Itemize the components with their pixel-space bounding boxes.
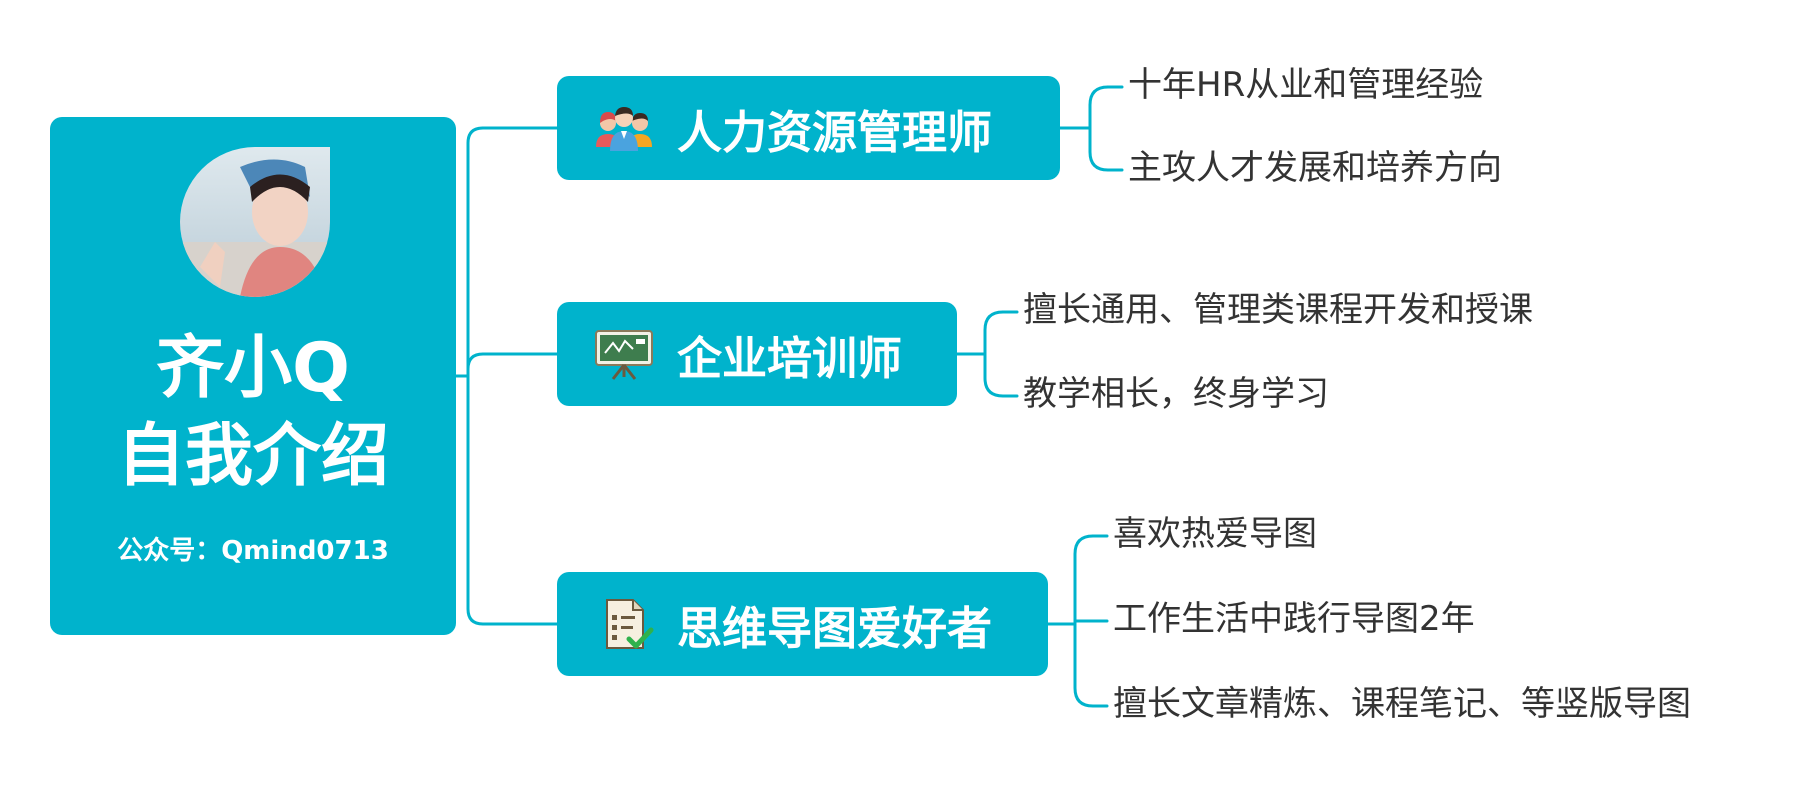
wechat-account-text: 公众号：Qmind0713 (117, 536, 389, 566)
leaf-hr-experience: 十年HR从业和管理经验 (1128, 65, 1484, 105)
leaf-love-mindmaps: 喜欢热爱导图 (1113, 514, 1317, 554)
branch-label: 企业培训师 (677, 331, 903, 385)
branch-hr-manager: 人力资源管理师 (557, 76, 1060, 180)
central-title-line2: 自我介绍 (116, 417, 389, 496)
avatar (180, 147, 330, 297)
presentation-board-icon (595, 330, 653, 380)
people-group-icon (596, 107, 652, 151)
leaf-lifelong-learning: 教学相长，终身学习 (1023, 374, 1329, 414)
branch-label: 人力资源管理师 (677, 105, 993, 159)
branch-corporate-trainer: 企业培训师 (557, 302, 957, 406)
checklist-icon (606, 599, 654, 649)
central-topic-card: 齐小Q 自我介绍 公众号：Qmind0713 (50, 117, 456, 635)
branch-mindmap-lover: 思维导图爱好者 (557, 572, 1048, 676)
branch-label: 思维导图爱好者 (677, 601, 993, 655)
leaf-course-development: 擅长通用、管理类课程开发和授课 (1023, 290, 1533, 330)
leaf-practice-two-years: 工作生活中践行导图2年 (1113, 599, 1475, 639)
central-title-line1: 齐小Q (156, 329, 350, 408)
leaf-talent-development: 主攻人才发展和培养方向 (1128, 148, 1502, 188)
leaf-vertical-mindmaps: 擅长文章精炼、课程笔记、等竖版导图 (1113, 684, 1691, 724)
profile-photo-icon (180, 147, 330, 297)
